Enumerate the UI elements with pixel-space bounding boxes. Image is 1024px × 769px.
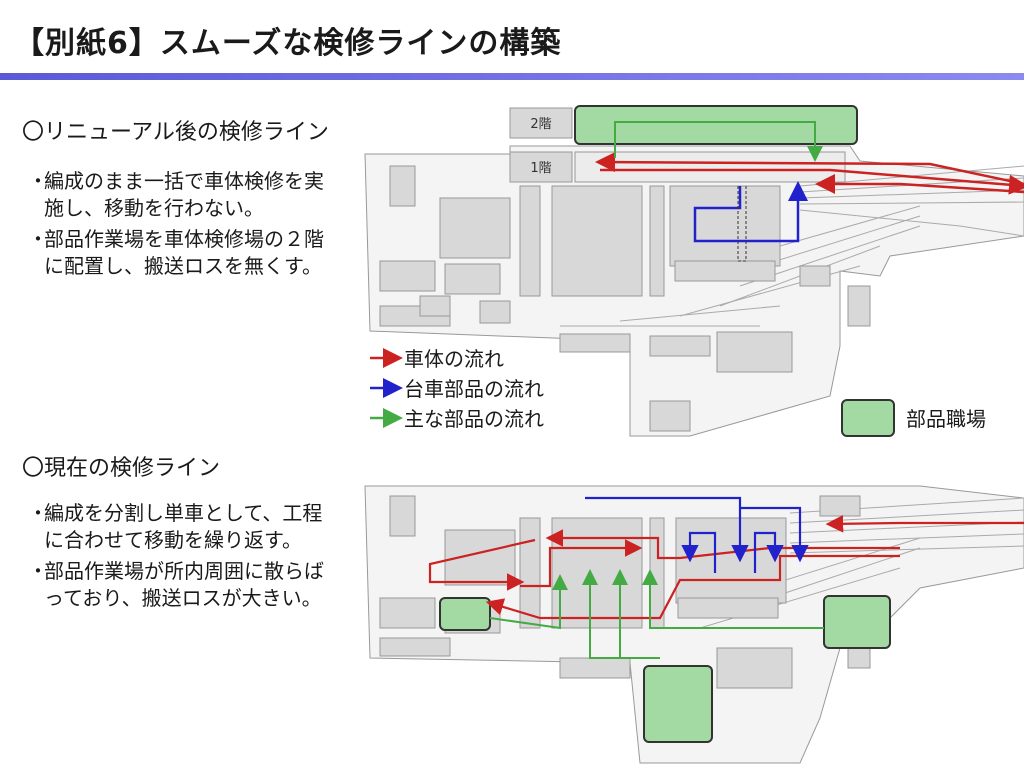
- renewal-bullet-1: ・編成のまま一括で車体検修を実施し、移動を行わない。: [28, 169, 324, 220]
- renewal-bullets: ・編成のまま一括で車体検修を実施し、移動を行わない。 ・部品作業場を車体検修場の…: [24, 168, 334, 284]
- current-bullet-2: ・部品作業場が所内周囲に散らばっており、搬送ロスが大きい。: [28, 559, 324, 610]
- renewal-site-map: 2階 1階 車体の流れ 台車部品の流れ 主な部品の流れ 部品職場: [364, 105, 1024, 437]
- track-lines: [560, 165, 1024, 327]
- inspection-building-1f: [574, 151, 846, 183]
- bogie-flow-lines: [693, 181, 808, 243]
- floor-2-box: [509, 107, 573, 139]
- page-title: 【別紙6】スムーズな検修ラインの構築: [14, 26, 562, 61]
- legend-parts-shop-swatch: [841, 399, 895, 437]
- renewal-bullet-2: ・部品作業場を車体検修場の２階に配置し、搬送ロスを無くす。: [28, 227, 324, 278]
- lift-shaft: [737, 186, 747, 262]
- floor-1-label: 1階: [530, 161, 551, 176]
- current-heading: 〇現在の検修ライン: [22, 456, 221, 481]
- legend-bogie-flow: 台車部品の流れ: [404, 377, 544, 401]
- title-underline: [0, 73, 1024, 80]
- floor-2-label: 2階: [530, 117, 551, 132]
- parts-shop-south: [643, 665, 713, 743]
- parts-shop-2f: [574, 105, 858, 145]
- floor-1-box: [509, 151, 573, 183]
- parts-shop-west: [439, 597, 491, 631]
- renewal-heading: 〇リニューアル後の検修ライン: [22, 120, 329, 145]
- legend-parts-flow: 主な部品の流れ: [404, 407, 544, 431]
- current-bullets: ・編成を分割し単車として、工程に合わせて移動を繰り返す。 ・部品作業場が所内周囲…: [24, 500, 334, 616]
- current-bullet-1: ・編成を分割し単車として、工程に合わせて移動を繰り返す。: [28, 501, 323, 552]
- body-flow-lines: [595, 152, 1024, 195]
- parts-flow-lines: [614, 121, 823, 162]
- legend-body-flow: 車体の流れ: [404, 347, 504, 371]
- legend-parts-shop: 部品職場: [906, 407, 986, 431]
- current-site-map: [364, 485, 1024, 764]
- parts-shop-east: [823, 595, 891, 649]
- bogie-flow-current: [585, 496, 809, 573]
- parts-flow-current: [489, 569, 824, 659]
- legend: 車体の流れ 台車部品の流れ 主な部品の流れ 部品職場: [370, 347, 986, 437]
- buildings: [379, 165, 871, 432]
